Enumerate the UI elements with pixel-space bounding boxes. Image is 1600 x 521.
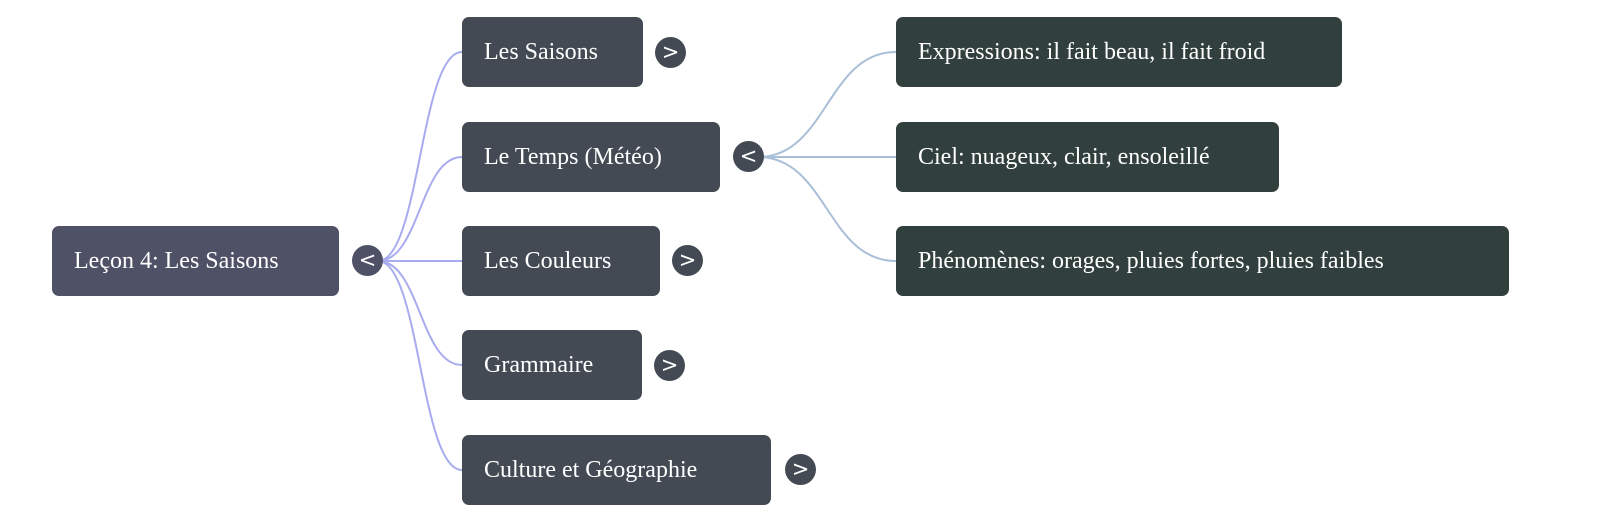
child-node-label: Grammaire	[484, 352, 594, 378]
connector-root-child-0	[377, 51, 463, 262]
collapse-left-icon: <	[358, 248, 377, 272]
child-node-label: Les Couleurs	[484, 248, 612, 274]
leaf-node-label: Ciel: nuageux, clair, ensoleillé	[918, 144, 1210, 170]
child-node-les-couleurs[interactable]: Les Couleurs	[462, 226, 660, 296]
child-node-les-saisons[interactable]: Les Saisons	[462, 17, 643, 87]
expand-right-icon: >	[791, 457, 810, 481]
connector-root-child-3	[377, 260, 463, 366]
leaf-node-label: Expressions: il fait beau, il fait froid	[918, 39, 1266, 65]
meteo-detail-ciel[interactable]: Ciel: nuageux, clair, ensoleillé	[896, 122, 1279, 192]
child-node-label: Culture et Géographie	[484, 457, 698, 483]
connector-meteo-detail-0	[757, 51, 897, 158]
connector-meteo-detail-2	[757, 156, 897, 262]
expand-toggle-grammaire[interactable]: >	[654, 350, 685, 381]
expand-toggle-culture[interactable]: >	[785, 454, 816, 485]
root-connectors	[377, 51, 463, 471]
connector-root-child-4	[377, 260, 463, 471]
collapse-toggle-le-temps[interactable]: <	[733, 141, 764, 172]
root-collapse-toggle[interactable]: <	[352, 245, 383, 276]
child-node-label: Les Saisons	[484, 39, 598, 65]
connector-root-child-1	[377, 156, 463, 262]
meteo-detail-phenomenes[interactable]: Phénomènes: orages, pluies fortes, pluie…	[896, 226, 1509, 296]
expand-right-icon: >	[678, 248, 697, 272]
collapse-left-icon: <	[739, 144, 758, 168]
expand-right-icon: >	[661, 40, 680, 64]
expand-toggle-les-saisons[interactable]: >	[655, 37, 686, 68]
expand-toggle-les-couleurs[interactable]: >	[672, 245, 703, 276]
leaf-node-label: Phénomènes: orages, pluies fortes, pluie…	[918, 248, 1384, 274]
expand-right-icon: >	[660, 353, 679, 377]
root-node-label: Leçon 4: Les Saisons	[74, 248, 279, 274]
meteo-detail-expressions[interactable]: Expressions: il fait beau, il fait froid	[896, 17, 1342, 87]
root-node[interactable]: Leçon 4: Les Saisons	[52, 226, 339, 296]
child-node-label: Le Temps (Météo)	[484, 144, 662, 170]
meteo-connectors	[757, 51, 897, 262]
child-node-le-temps[interactable]: Le Temps (Météo)	[462, 122, 720, 192]
child-node-grammaire[interactable]: Grammaire	[462, 330, 642, 400]
child-node-culture[interactable]: Culture et Géographie	[462, 435, 771, 505]
